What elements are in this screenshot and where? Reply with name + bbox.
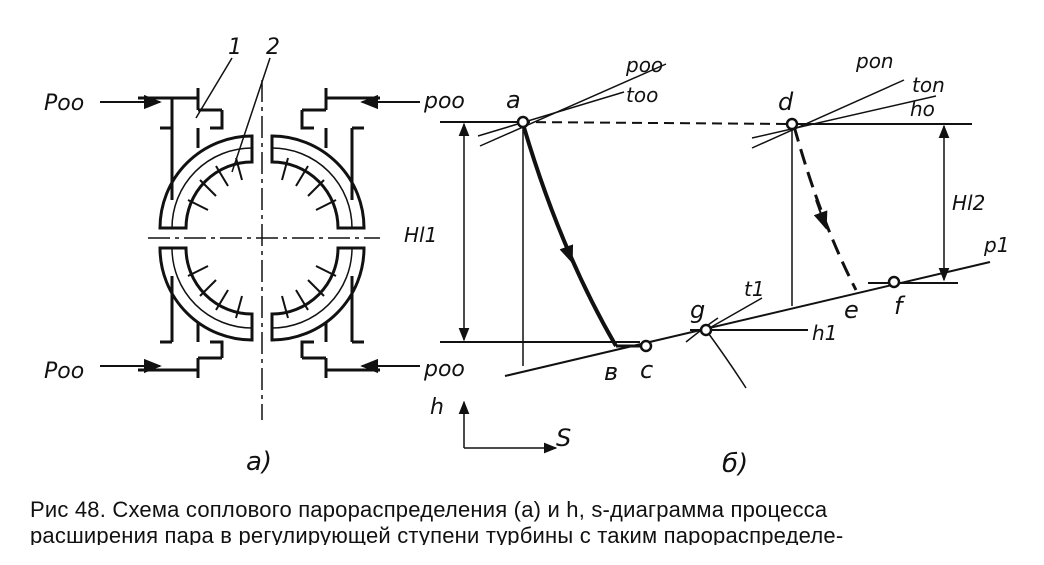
isotherm-t00 [477, 91, 625, 137]
valve-chamber-top-right [300, 88, 380, 200]
nozzle-channel-dividers [187, 157, 337, 319]
callout-number-1: 1 [228, 35, 242, 60]
point-label-a: a [506, 86, 521, 114]
point-label-d: d [778, 88, 794, 116]
expansion-arrow-d-e [813, 199, 828, 230]
pressure-label-top-left: Poo [44, 91, 84, 116]
hs-diagram [440, 63, 991, 454]
point-a [516, 115, 530, 129]
nozzle-segment-bottom-right [270, 246, 366, 342]
point-label-b: в [604, 358, 618, 386]
figure-drawing: Poo poo Poo poo 1 2 а) [44, 35, 1009, 479]
pressure-label-bottom-left: Poo [44, 359, 84, 384]
pressure-label-bottom-right: poo [423, 357, 465, 382]
callout-leader-2 [231, 57, 271, 173]
callout-number-2: 2 [266, 35, 280, 60]
callout-leader-1 [195, 57, 233, 119]
axis-label-h: h [430, 395, 444, 420]
axis-label-s: S [556, 424, 571, 452]
caption-line-2: расширения пара в регулирующей ступени т… [30, 523, 844, 545]
nozzle-segment-bottom-left [158, 246, 254, 342]
throttling-dashed-line [519, 121, 793, 125]
isobar-p0n [751, 79, 905, 149]
label-HL1: Hl1 [404, 223, 437, 247]
isotherm-t1-bottom [705, 329, 747, 389]
expansion-line-d-e [792, 125, 858, 291]
point-f [887, 275, 901, 289]
label-t1: t1 [744, 277, 765, 301]
expansion-arrow-a-b [559, 229, 574, 264]
label-h0: ho [910, 97, 935, 121]
label-HL2: Hl2 [952, 191, 985, 215]
nozzle-segment-top-right [270, 134, 366, 230]
label-p1: p1 [983, 233, 1009, 257]
label-p0n: pon [855, 49, 894, 73]
label-t00: too [626, 83, 658, 107]
point-label-c: c [640, 356, 653, 384]
point-c [639, 339, 653, 353]
isobar-p00 [479, 63, 667, 147]
point-label-f: f [894, 292, 906, 320]
isotherm-t1-tail [705, 297, 763, 331]
point-label-e: e [844, 296, 859, 324]
label-p00: poo [625, 53, 663, 77]
point-label-g: g [690, 296, 705, 324]
point-d [785, 117, 799, 131]
expansion-line-a-b [521, 123, 618, 348]
figure-caption: Рис 48. Схема соплового парораспределени… [30, 497, 1030, 545]
label-h1: h1 [812, 321, 837, 345]
nozzle-distribution-scheme [100, 57, 420, 420]
caption-line-1: Рис 48. Схема соплового парораспределени… [30, 497, 828, 522]
part-label-a: а) [246, 447, 272, 477]
state-points [516, 115, 901, 353]
part-label-b: б) [722, 449, 748, 479]
nozzle-segment-top-left [158, 134, 254, 230]
isobar-p1 [504, 261, 991, 377]
label-t0n: ton [912, 73, 945, 97]
valve-chamber-bottom-left [138, 276, 224, 378]
isotherm-t0n [751, 95, 937, 139]
point-g [699, 323, 713, 337]
valve-chamber-bottom-right [300, 276, 380, 378]
pressure-label-top-right: poo [423, 89, 465, 114]
valve-chamber-top-left [138, 88, 224, 200]
